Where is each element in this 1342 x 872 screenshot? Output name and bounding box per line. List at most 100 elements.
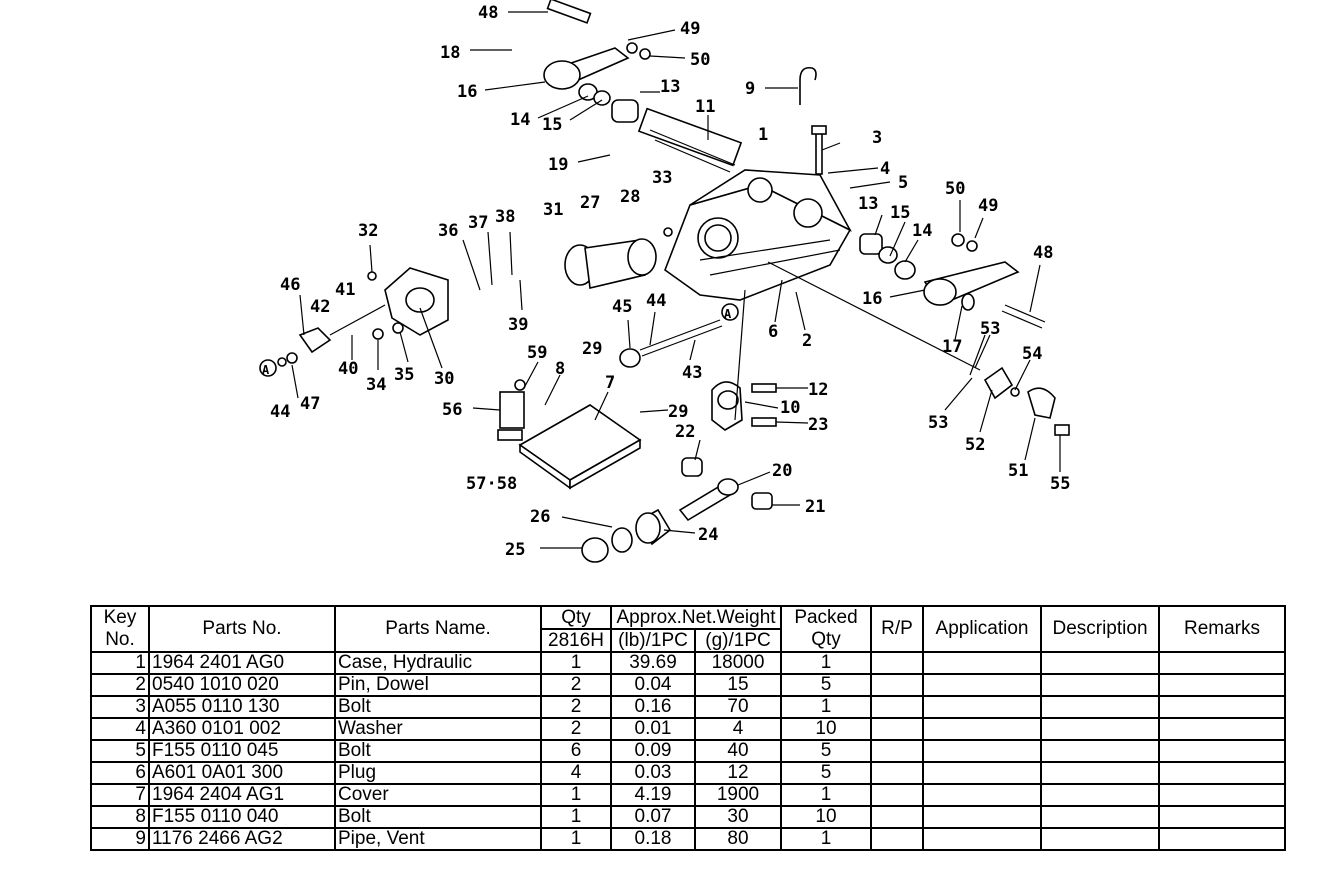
cell-packed-qty: 1: [780, 651, 872, 675]
callout: 48: [478, 3, 498, 23]
cell-weight-lb: 0.18: [610, 827, 696, 851]
callout: 1: [758, 125, 768, 145]
cell-parts-no: A360 0101 002: [148, 717, 336, 741]
callout: 27: [580, 193, 600, 213]
cell-parts-no: 1964 2404 AG1: [148, 783, 336, 807]
cell-weight-lb: 0.07: [610, 805, 696, 829]
header-description: Description: [1040, 605, 1160, 653]
cell-rp: [870, 827, 924, 851]
cell-application: [922, 739, 1042, 763]
callout: 44: [646, 291, 666, 311]
callout: 3: [872, 128, 882, 148]
callout: 40: [338, 359, 358, 379]
header-weight: Approx.Net.Weight: [610, 605, 782, 630]
cell-application: [922, 717, 1042, 741]
callout: 23: [808, 415, 828, 435]
cell-weight-lb: 0.01: [610, 717, 696, 741]
callout-labels: 48 49 50 18 16 14 15 13 11 9 1 3 4 5 19 …: [270, 3, 1070, 560]
cell-weight-g: 1900: [694, 783, 782, 807]
cell-key-no: 8: [90, 805, 150, 829]
cell-qty: 1: [540, 783, 612, 807]
cell-key-no: 7: [90, 783, 150, 807]
cell-key-no: 5: [90, 739, 150, 763]
cell-parts-no: 1176 2466 AG2: [148, 827, 336, 851]
right-bracket-drawing: [983, 366, 1070, 436]
lift-arm-right-drawing: [859, 233, 1046, 329]
callout: 7: [605, 373, 615, 393]
sleeve-drawing: [564, 227, 673, 289]
callout: 36: [438, 221, 458, 241]
left-plate-drawing: [277, 267, 449, 367]
cell-key-no: 2: [90, 673, 150, 697]
cell-parts-name: Bolt: [334, 805, 542, 829]
callout: 29: [668, 402, 688, 422]
cell-key-no: 3: [90, 695, 150, 719]
cell-remarks: [1158, 651, 1286, 675]
cell-qty: 1: [540, 805, 612, 829]
callout: 13: [858, 194, 878, 214]
callout: 4: [880, 159, 890, 179]
header-parts-no: Parts No.: [148, 605, 336, 653]
callout: 48: [1033, 243, 1053, 263]
callout: 44: [270, 402, 290, 422]
cell-parts-name: Plug: [334, 761, 542, 785]
callout: 31: [543, 200, 563, 220]
callout: 37: [468, 213, 488, 233]
cell-parts-no: A601 0A01 300: [148, 761, 336, 785]
callout: 33: [652, 168, 672, 188]
cell-description: [1040, 673, 1160, 697]
cell-parts-name: Washer: [334, 717, 542, 741]
callout: 30: [434, 369, 454, 389]
cell-qty: 4: [540, 761, 612, 785]
cell-parts-name: Bolt: [334, 739, 542, 763]
cell-rp: [870, 783, 924, 807]
callout: 5: [898, 173, 908, 193]
cell-remarks: [1158, 805, 1286, 829]
cell-remarks: [1158, 695, 1286, 719]
cell-application: [922, 761, 1042, 785]
cell-packed-qty: 1: [780, 783, 872, 807]
cell-key-no: 4: [90, 717, 150, 741]
cell-key-no: 1: [90, 651, 150, 675]
lift-arm-upper-drawing: [543, 0, 743, 173]
callout: 53: [928, 413, 948, 433]
callout: 16: [457, 82, 477, 102]
callout: 15: [542, 115, 562, 135]
cell-packed-qty: 5: [780, 761, 872, 785]
callout: 14: [912, 221, 932, 241]
cell-application: [922, 805, 1042, 829]
callout: 19: [548, 155, 568, 175]
parts-table: Key No. Parts No. Parts Name. Qty Approx…: [90, 605, 1286, 851]
cell-description: [1040, 827, 1160, 851]
cell-description: [1040, 717, 1160, 741]
callout: 17: [942, 337, 962, 357]
cell-packed-qty: 5: [780, 739, 872, 763]
callout: 12: [808, 380, 828, 400]
header-qty-model: 2816H: [540, 628, 612, 653]
callout: 24: [698, 525, 718, 545]
callout: 11: [695, 97, 715, 117]
cell-weight-g: 70: [694, 695, 782, 719]
cell-description: [1040, 783, 1160, 807]
cell-parts-no: F155 0110 040: [148, 805, 336, 829]
cell-weight-lb: 0.04: [610, 673, 696, 697]
callout: 28: [620, 187, 640, 207]
cell-weight-lb: 39.69: [610, 651, 696, 675]
ref-marker-a-left-label: A: [262, 363, 270, 377]
cell-remarks: [1158, 783, 1286, 807]
hydraulic-case-drawing: [664, 169, 852, 301]
cell-qty: 1: [540, 651, 612, 675]
callout: 49: [680, 19, 700, 39]
cell-weight-g: 80: [694, 827, 782, 851]
callout: 41: [335, 280, 355, 300]
cell-parts-name: Pipe, Vent: [334, 827, 542, 851]
callout: 50: [690, 50, 710, 70]
cell-packed-qty: 5: [780, 673, 872, 697]
cell-remarks: [1158, 673, 1286, 697]
callout: 42: [310, 297, 330, 317]
